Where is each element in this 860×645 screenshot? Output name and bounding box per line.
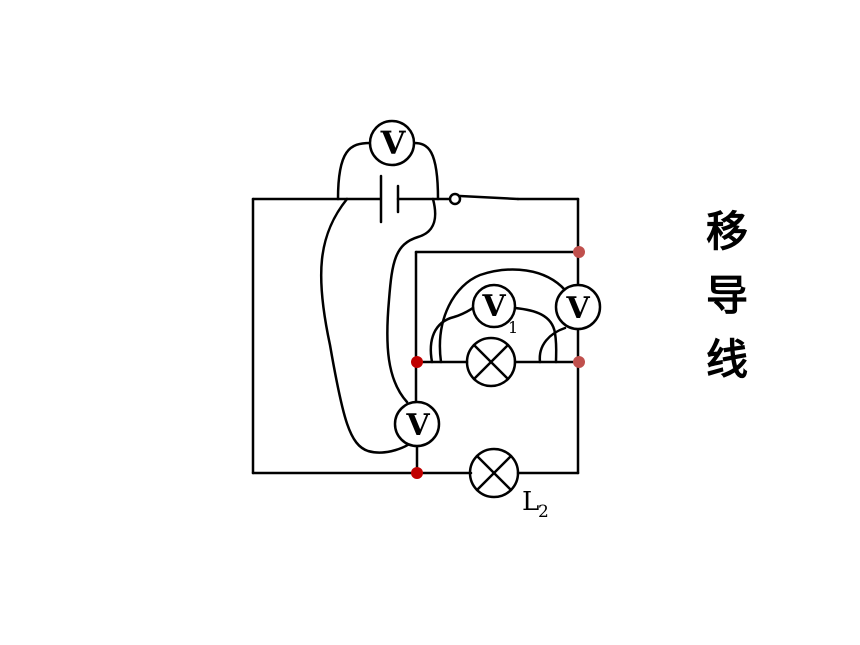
- side-title: 移 导 线: [702, 200, 752, 392]
- top-voltmeter-wires: [336, 141, 440, 201]
- lamp-l2-subscript: 2: [538, 502, 549, 522]
- lamp-l2-icon: [468, 447, 520, 499]
- side-title-char: 导: [705, 271, 748, 320]
- voltmeter-bottom-icon[interactable]: [393, 400, 441, 448]
- voltmeter-right-icon[interactable]: [554, 283, 602, 331]
- battery: [379, 174, 400, 224]
- lamp-l2-label: L: [522, 487, 539, 517]
- lamp-voltmeter-wires: [429, 268, 567, 364]
- junction-node: [411, 356, 423, 368]
- voltmeter-right-label: V: [565, 291, 590, 326]
- voltmeter-v1-label: V: [481, 289, 506, 324]
- side-title-char: 线: [705, 335, 748, 384]
- voltmeter-top-icon[interactable]: [368, 119, 416, 167]
- lamp-l1-icon: [465, 336, 517, 388]
- voltmeter-top-label: V: [380, 124, 407, 162]
- junction-node: [411, 467, 423, 479]
- voltmeter-v1-icon[interactable]: [471, 283, 517, 329]
- switch[interactable]: [448, 192, 520, 206]
- voltmeter-bottom-label: V: [405, 408, 430, 443]
- voltmeter-v1-subscript: 1: [508, 318, 518, 337]
- junction-node: [573, 356, 585, 368]
- bottom-voltmeter-wires: [319, 197, 437, 454]
- junction-node: [573, 246, 585, 258]
- side-title-char: 移: [705, 207, 748, 256]
- main-circuit-wires: [251, 197, 580, 475]
